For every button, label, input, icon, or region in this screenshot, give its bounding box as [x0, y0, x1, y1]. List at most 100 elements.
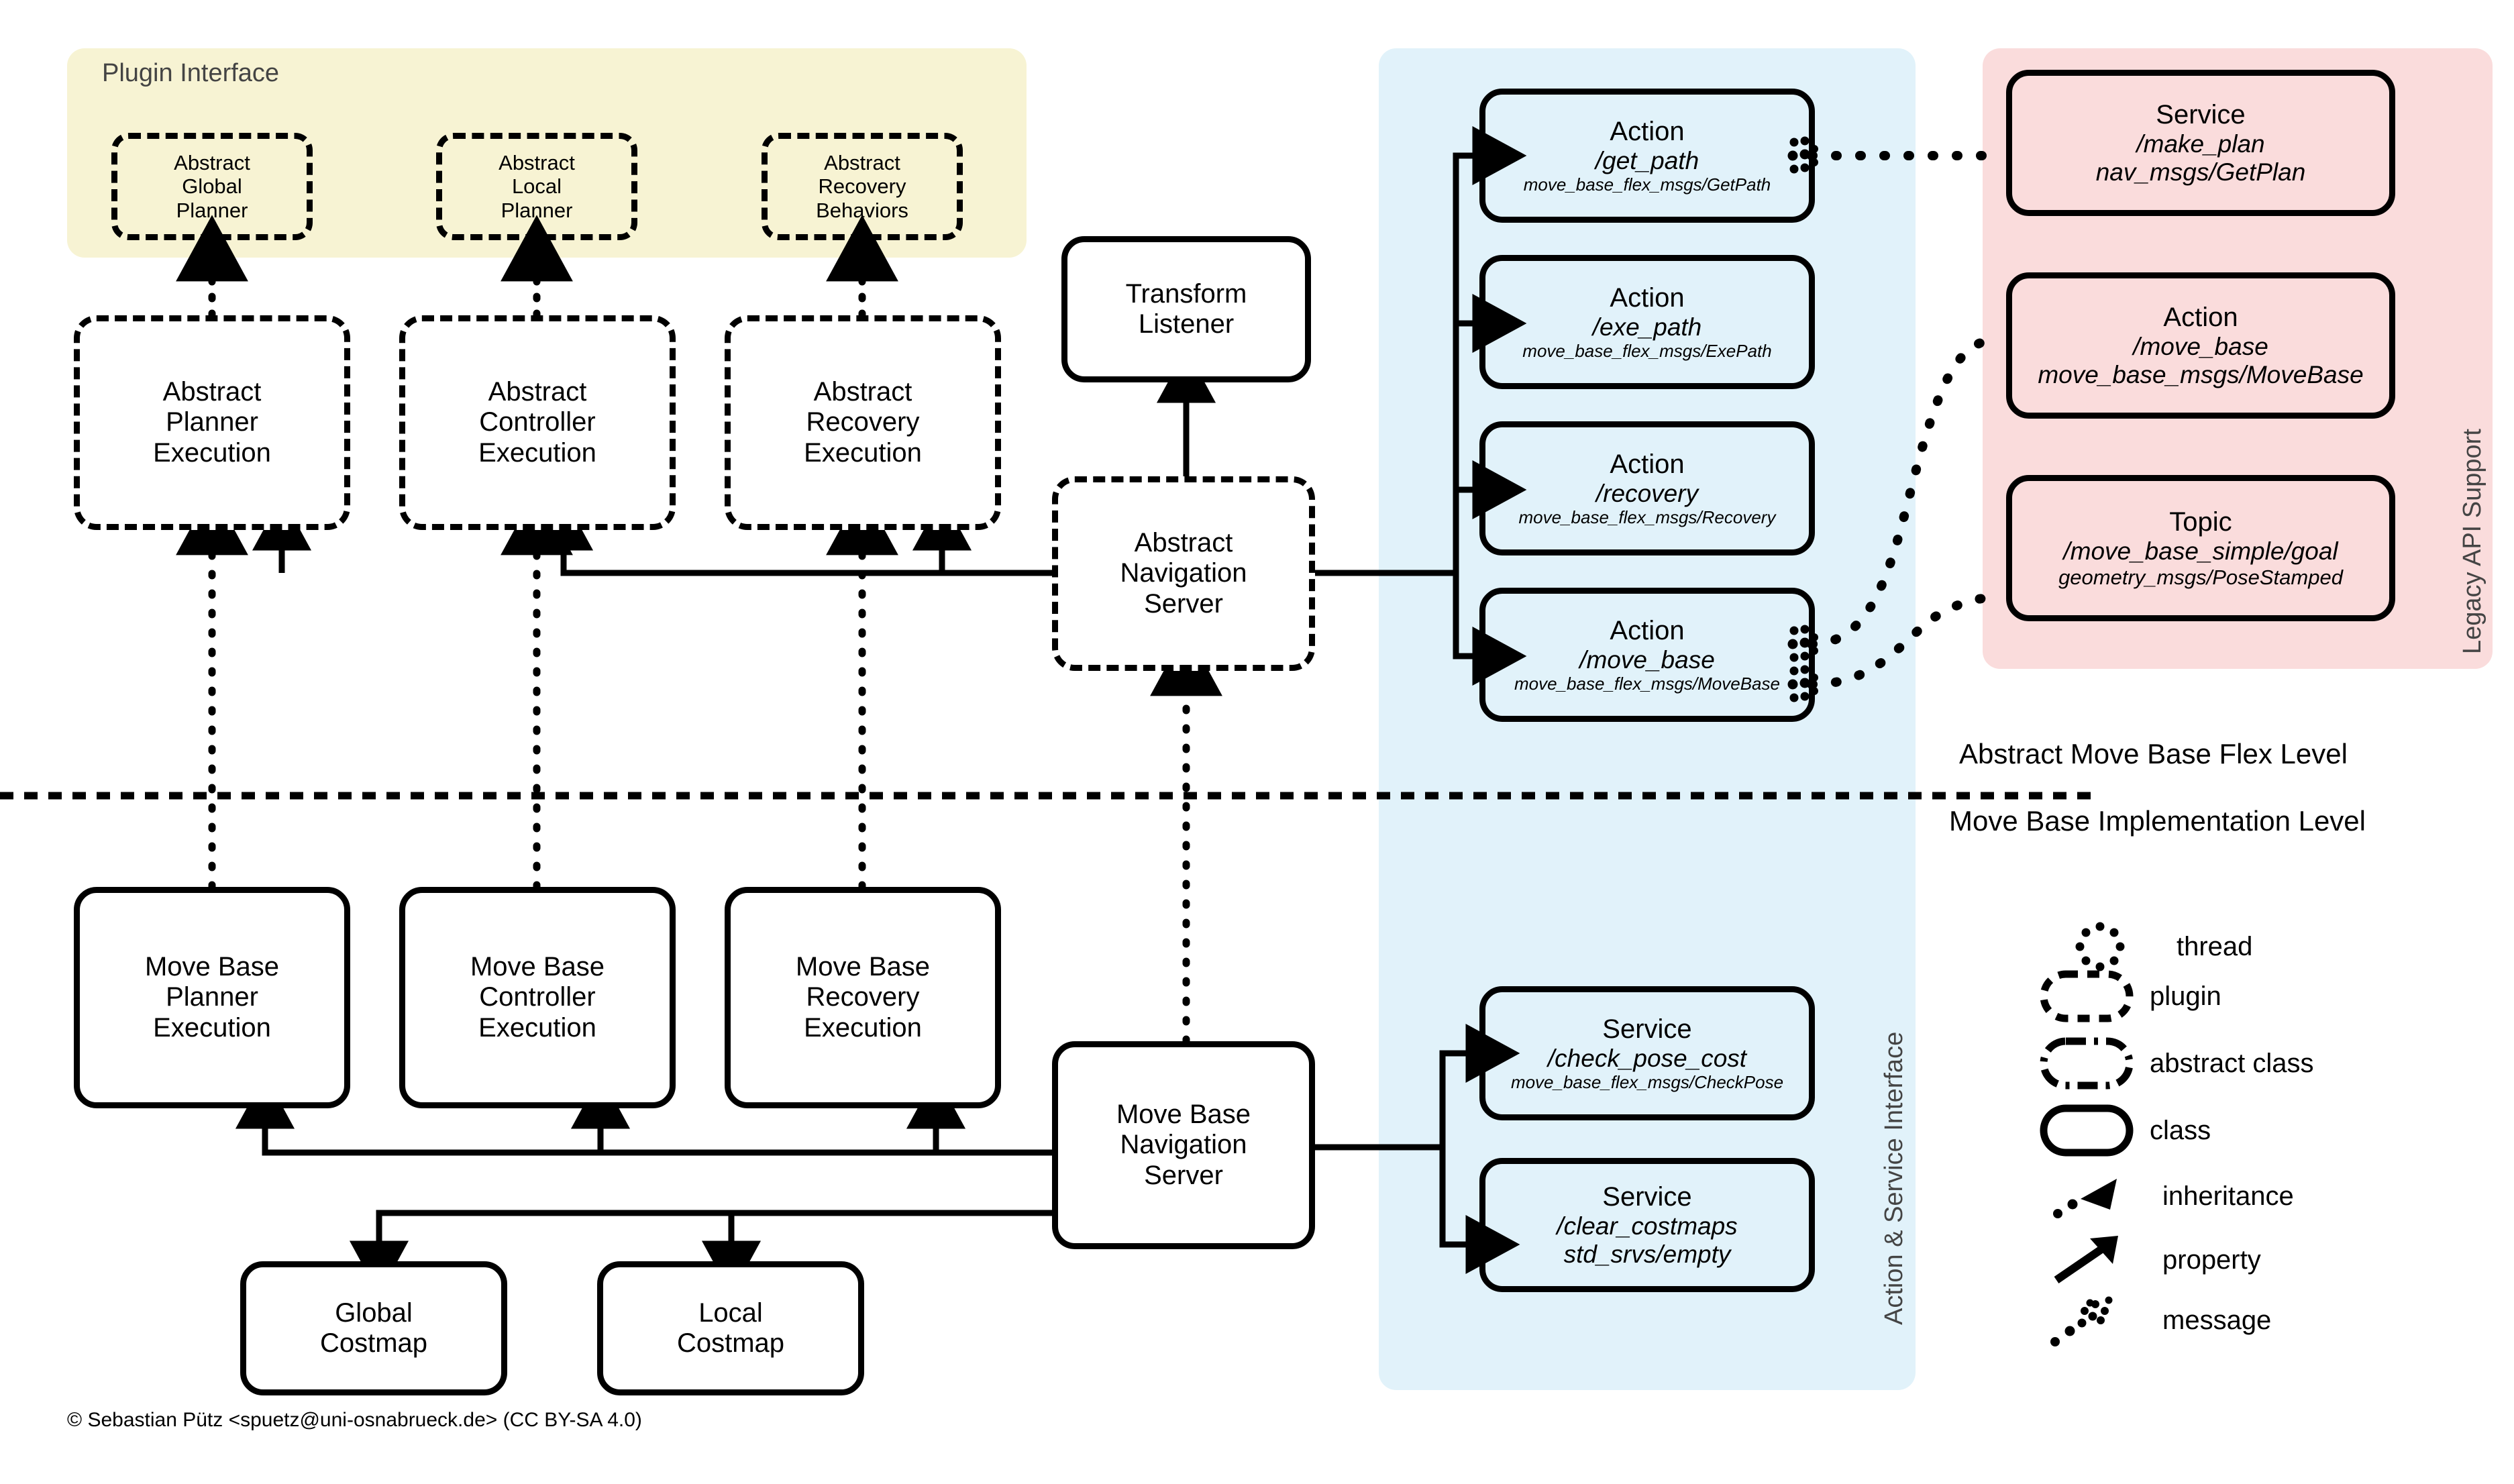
plugin-label-line: Global — [182, 174, 242, 199]
node-label-line: Planner — [166, 407, 258, 437]
legacy-kind: Action — [2163, 302, 2238, 332]
local-costmap[interactable]: Local Costmap — [597, 1261, 864, 1395]
legacy-service-make-plan[interactable]: Service /make_plan nav_msgs/GetPlan — [2006, 70, 2395, 216]
legend-item-property: property — [2043, 1228, 2261, 1292]
plugin-label-line: Planner — [176, 198, 248, 222]
node-label-line: Abstract — [1134, 528, 1233, 558]
legacy-name: /move_base — [2133, 332, 2268, 360]
action-type: move_base_flex_msgs/MoveBase — [1514, 673, 1780, 694]
move-base-recovery-execution[interactable]: Move Base Recovery Execution — [725, 887, 1001, 1108]
action-name: /move_base — [1579, 646, 1715, 674]
action-kind: Action — [1610, 615, 1685, 645]
node-label-line: Abstract — [488, 377, 587, 407]
panel-legacy-api-support — [1983, 48, 2493, 669]
message-arrow-icon — [2050, 1296, 2113, 1346]
abstract-controller-execution[interactable]: Abstract Controller Execution — [399, 315, 676, 530]
legacy-topic-move-base-simple-goal[interactable]: Topic /move_base_simple/goal geometry_ms… — [2006, 475, 2395, 621]
node-label-line: Controller — [479, 407, 596, 437]
action-get-path[interactable]: Action /get_path move_base_flex_msgs/Get… — [1479, 89, 1815, 223]
action-name: /exe_path — [1592, 313, 1702, 341]
node-label-line: Move Base — [144, 952, 280, 982]
legend-label: property — [2162, 1244, 2261, 1275]
node-label-line: Server — [1144, 588, 1223, 619]
node-label-line: Transform — [1125, 278, 1247, 309]
abstract-class-icon — [2040, 1037, 2134, 1090]
legend-item-class: class — [2033, 1094, 2211, 1167]
legacy-name: /make_plan — [2136, 129, 2265, 158]
legacy-type: nav_msgs/GetPlan — [2095, 158, 2306, 186]
node-label-line: Execution — [478, 437, 596, 468]
legend-label: class — [2150, 1115, 2211, 1145]
plugin-label-line: Recovery — [818, 174, 906, 199]
abstract-navigation-server[interactable]: Abstract Navigation Server — [1052, 476, 1315, 671]
plugin-label-line: Abstract — [824, 151, 900, 175]
plugin-label-line: Local — [511, 174, 562, 199]
plugin-abstract-local-planner[interactable]: Abstract Local Planner — [436, 133, 637, 240]
class-icon — [2040, 1104, 2134, 1157]
action-kind: Action — [1610, 282, 1685, 313]
service-type: move_base_flex_msgs/CheckPose — [1510, 1071, 1784, 1092]
node-label-line: Abstract — [813, 377, 912, 407]
node-label-line: Recovery — [806, 407, 920, 437]
node-label-line: Execution — [153, 437, 271, 468]
action-name: /recovery — [1595, 480, 1699, 507]
action-type: move_base_flex_msgs/GetPath — [1523, 174, 1771, 195]
global-costmap[interactable]: Global Costmap — [240, 1261, 507, 1395]
node-label-line: Execution — [804, 437, 922, 468]
service-name: /check_pose_cost — [1547, 1045, 1747, 1072]
action-exe-path[interactable]: Action /exe_path move_base_flex_msgs/Exe… — [1479, 255, 1815, 389]
plugin-abstract-global-planner[interactable]: Abstract Global Planner — [111, 133, 313, 240]
action-move-base[interactable]: Action /move_base move_base_flex_msgs/Mo… — [1479, 588, 1815, 722]
node-label-line: Local — [698, 1297, 763, 1328]
legend-item-message: message — [2043, 1288, 2271, 1353]
legacy-type: geometry_msgs/PoseStamped — [2058, 565, 2343, 589]
panel-plugin-interface-title: Plugin Interface — [102, 59, 280, 87]
action-type: move_base_flex_msgs/Recovery — [1518, 507, 1776, 527]
plugin-label-line: Behaviors — [816, 198, 908, 222]
plugin-abstract-recovery-behaviors[interactable]: Abstract Recovery Behaviors — [762, 133, 963, 240]
node-label-line: Navigation — [1120, 1130, 1247, 1160]
node-label-line: Costmap — [676, 1328, 785, 1358]
move-base-navigation-server[interactable]: Move Base Navigation Server — [1052, 1041, 1315, 1249]
message-link-move-base-action — [1807, 337, 1987, 649]
node-label-line: Abstract — [162, 377, 262, 407]
node-label-line: Navigation — [1120, 558, 1247, 588]
action-type: move_base_flex_msgs/ExePath — [1522, 340, 1772, 361]
legend-item-plugin: plugin — [2033, 959, 2221, 1033]
node-label-line: Move Base — [470, 952, 605, 982]
abstract-planner-execution[interactable]: Abstract Planner Execution — [74, 315, 350, 530]
legend-label: inheritance — [2162, 1181, 2294, 1211]
move-base-planner-execution[interactable]: Move Base Planner Execution — [74, 887, 350, 1108]
transform-listener[interactable]: Transform Listener — [1061, 236, 1311, 382]
legacy-type: move_base_msgs/MoveBase — [2038, 360, 2364, 388]
legend-item-thread: thread — [2060, 918, 2252, 975]
node-label-line: Execution — [804, 1012, 922, 1043]
action-name: /get_path — [1595, 147, 1699, 174]
plugin-label-line: Abstract — [499, 151, 575, 175]
level-label-lower: Move Base Implementation Level — [1949, 805, 2366, 837]
node-label-line: Server — [1144, 1160, 1223, 1190]
plugin-label-line: Planner — [501, 198, 573, 222]
node-label-line: Controller — [479, 982, 596, 1012]
legacy-name: /move_base_simple/goal — [2063, 537, 2338, 566]
abstract-recovery-execution[interactable]: Abstract Recovery Execution — [725, 315, 1001, 530]
node-label-line: Execution — [153, 1012, 271, 1043]
action-kind: Action — [1610, 449, 1685, 479]
node-label-line: Global — [335, 1297, 413, 1328]
move-base-controller-execution[interactable]: Move Base Controller Execution — [399, 887, 676, 1108]
plugin-icon — [2040, 970, 2134, 1022]
service-name: /clear_costmaps — [1557, 1212, 1738, 1240]
service-check-pose-cost[interactable]: Service /check_pose_cost move_base_flex_… — [1479, 986, 1815, 1120]
legend-label: message — [2162, 1305, 2272, 1335]
legacy-action-move-base[interactable]: Action /move_base move_base_msgs/MoveBas… — [2006, 272, 2395, 419]
legend-label: plugin — [2150, 981, 2221, 1011]
credit-line: © Sebastian Pütz <spuetz@uni-osnabrueck.… — [67, 1409, 642, 1431]
action-recovery[interactable]: Action /recovery move_base_flex_msgs/Rec… — [1479, 421, 1815, 555]
node-label-line: Move Base — [795, 952, 931, 982]
action-kind: Action — [1610, 116, 1685, 146]
service-clear-costmaps[interactable]: Service /clear_costmaps std_srvs/empty — [1479, 1158, 1815, 1292]
legend-item-inheritance: inheritance — [2043, 1164, 2294, 1228]
legacy-kind: Service — [2156, 99, 2246, 129]
legend-label: abstract class — [2150, 1048, 2314, 1078]
